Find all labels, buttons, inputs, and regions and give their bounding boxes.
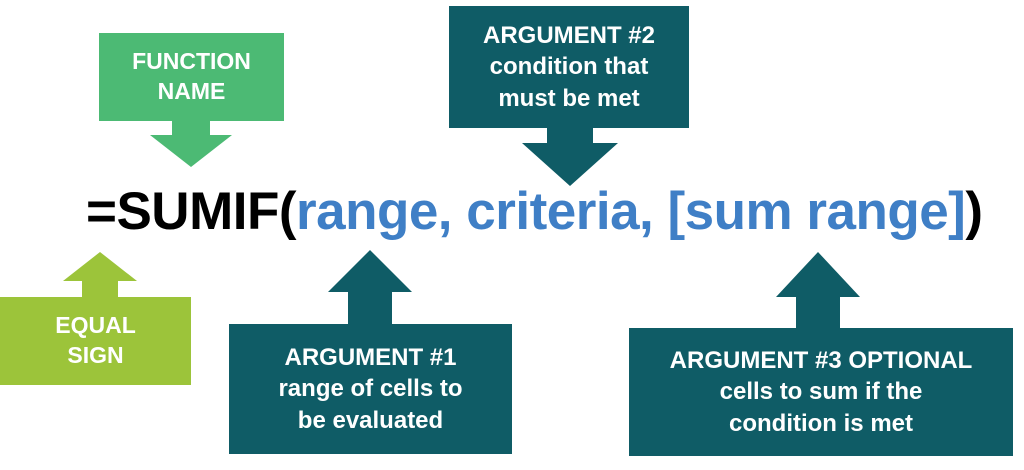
function-name-box: FUNCTION NAME (99, 33, 284, 121)
function-name-line-1: FUNCTION (132, 48, 251, 75)
argument1-line-1: ARGUMENT #1 (284, 344, 457, 372)
function-name-line-2: NAME (157, 78, 226, 104)
equal-sign-box: EQUAL SIGN (0, 297, 191, 385)
argument3-line-2: cells to sum if the (719, 378, 923, 406)
argument3-box: ARGUMENT #3 OPTIONAL cells to sum if the… (629, 328, 1013, 456)
argument2-line-3: must be met (498, 84, 640, 112)
argument1-line-2: range of cells to (278, 375, 463, 403)
equal-sign-line-2: SIGN (67, 342, 124, 368)
argument3-line-3: condition is met (728, 409, 913, 437)
argument1-box: ARGUMENT #1 range of cells to be evaluat… (229, 324, 512, 454)
sumif-formula: =SUMIF(range, criteria, [sum range]) (86, 176, 983, 248)
argument2-line-1: ARGUMENT #2 (482, 22, 656, 50)
formula-arg2: criteria, (452, 182, 654, 241)
argument1-arrow (328, 250, 412, 326)
equal-sign-line-1: EQUAL (55, 312, 136, 339)
argument3-line-1: ARGUMENT #3 OPTIONAL (669, 347, 973, 375)
argument2-line-2: condition that (489, 53, 649, 81)
formula-arg3: [sum range] (653, 182, 966, 241)
argument1-line-3: be evaluated (297, 406, 444, 434)
argument3-arrow (776, 252, 860, 330)
equal-sign-arrow (63, 252, 137, 298)
argument2-arrow (522, 126, 618, 186)
function-name-arrow (150, 118, 232, 167)
argument2-box: ARGUMENT #2 condition that must be met (449, 6, 689, 128)
formula-arg1: range, (295, 182, 453, 241)
formula-prefix: =SUMIF( (86, 182, 296, 241)
formula-suffix: ) (965, 182, 983, 241)
